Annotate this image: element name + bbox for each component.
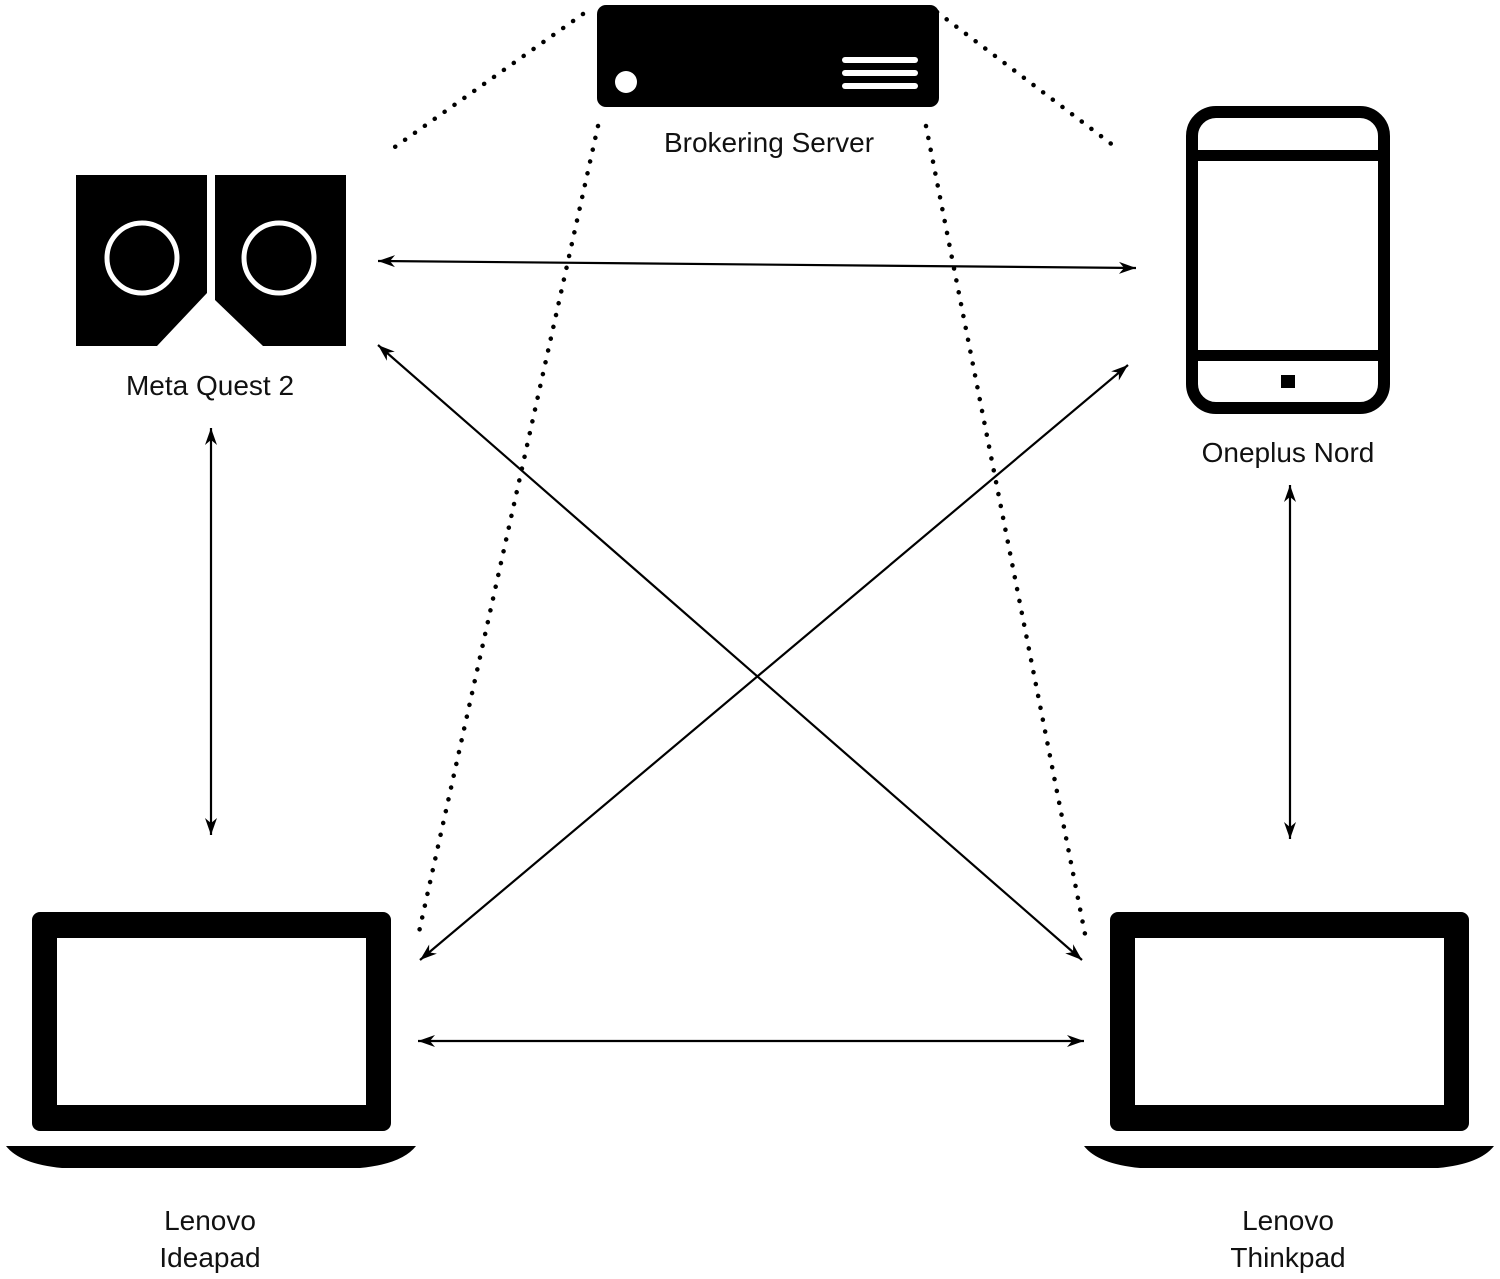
arrowheads — [205, 255, 1296, 1047]
thinkpad-laptop-icon — [1084, 912, 1494, 1168]
phone-ideapad-arrow — [419, 364, 1129, 961]
smartphone-icon — [1186, 106, 1390, 414]
quest-phone-arrow-head-end — [1118, 261, 1136, 274]
ideapad-laptop-icon — [6, 912, 416, 1168]
phone-thinkpad-arrow-head-start — [1284, 485, 1296, 502]
server-icon — [597, 5, 939, 107]
server-connections — [389, 9, 1121, 937]
server-to-quest-dotted-line — [389, 11, 586, 152]
vr-headset-icon — [76, 175, 346, 346]
thinkpad-label: Lenovo Thinkpad — [1088, 1202, 1488, 1276]
ideapad-thinkpad-arrow-head-end — [1067, 1035, 1084, 1047]
quest-ideapad-arrow-head-end — [205, 818, 217, 835]
ideapad-label-line1: Lenovo — [164, 1205, 256, 1236]
phone-thinkpad-arrow-head-end — [1284, 822, 1296, 839]
quest-ideapad-arrow-head-start — [205, 428, 217, 445]
phone-label: Oneplus Nord — [1201, 437, 1375, 468]
device-connections — [209, 259, 1292, 1043]
thinkpad-label-line1: Lenovo — [1242, 1205, 1334, 1236]
ideapad-thinkpad-arrow-head-start — [418, 1035, 435, 1047]
phone-ideapad-arrow-head-end — [420, 944, 437, 960]
quest-label: Meta Quest 2 — [125, 370, 295, 401]
server-to-ideapad-dotted-line — [416, 123, 601, 935]
phone-ideapad-arrow-head-start — [1111, 365, 1128, 381]
quest-phone-arrow-head-start — [378, 255, 396, 268]
server-to-thinkpad-dotted-line — [923, 123, 1088, 937]
ideapad-label-line2: Ideapad — [159, 1242, 261, 1273]
quest-phone-arrow — [377, 259, 1137, 270]
thinkpad-label-line2: Thinkpad — [1230, 1242, 1346, 1273]
server-label: Brokering Server — [663, 127, 875, 158]
quest-thinkpad-arrow-head-start — [378, 345, 395, 361]
quest-thinkpad-arrow — [377, 344, 1083, 961]
server-to-phone-dotted-line — [934, 9, 1121, 152]
ideapad-label: Lenovo Ideapad — [10, 1202, 410, 1276]
quest-thinkpad-arrow-head-end — [1065, 944, 1082, 960]
